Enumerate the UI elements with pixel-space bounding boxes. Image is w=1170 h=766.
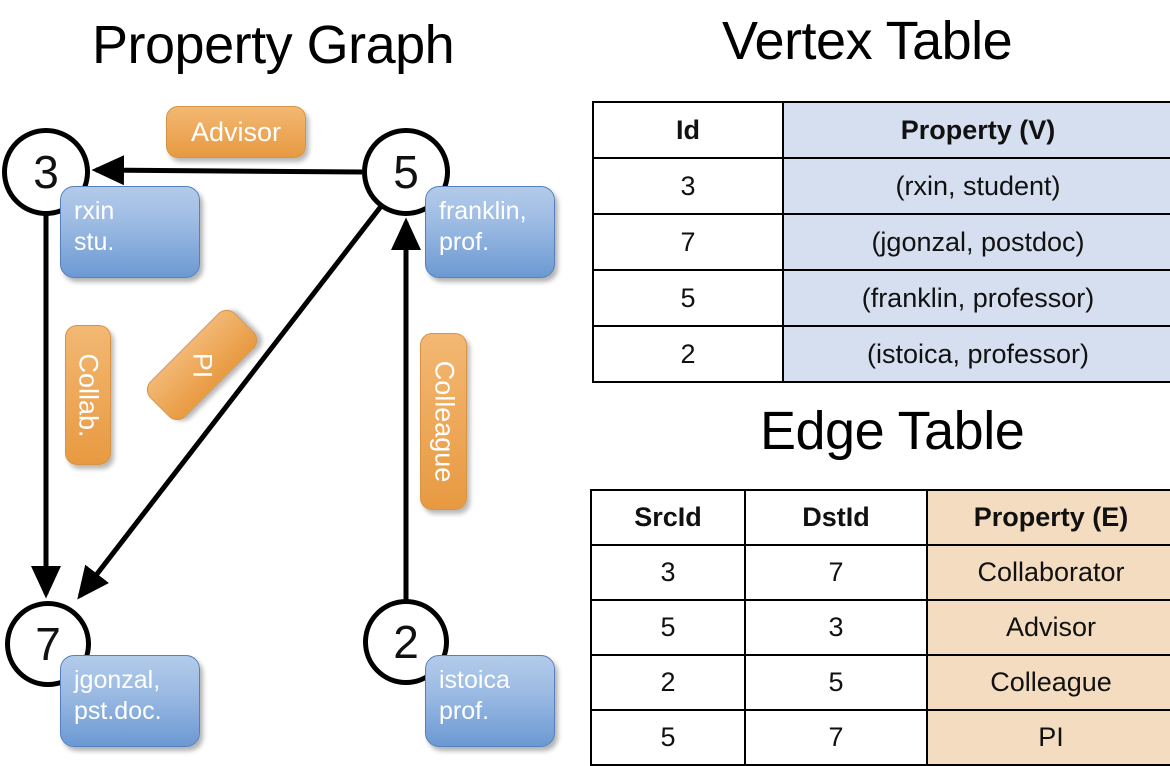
edge-table-cell-srcid: 3: [590, 544, 746, 601]
edge-table-cell-srcid: 2: [590, 654, 746, 711]
edge-table: SrcId DstId Property (E) 3 7 Collaborato…: [590, 489, 1170, 766]
edge-label-collab-text: Collab.: [73, 352, 104, 438]
graph-edges-svg: [31, 155, 421, 600]
vertex-property-box-jgonzal-line1: jgonzal,: [74, 666, 161, 694]
edge-label-colleague[interactable]: Colleague: [420, 333, 467, 510]
vertex-table-cell-id: 7: [592, 213, 784, 271]
vertex-property-box-franklin-line1: franklin,: [439, 197, 527, 225]
edge-table-cell-dstid: 7: [744, 544, 928, 601]
page-title-property-graph: Property Graph: [92, 15, 455, 75]
property-graph-diagram: 3 5 7 2 rxin stu. franklin, prof. jgonza…: [0, 0, 580, 760]
vertex-node-7-label: 7: [35, 618, 61, 670]
edge-table-header-srcid: SrcId: [590, 489, 746, 546]
edge-table-cell-srcid: 5: [590, 599, 746, 656]
edge-table-cell-prop: Advisor: [926, 599, 1170, 656]
vertex-property-box-rxin[interactable]: rxin stu.: [60, 186, 200, 278]
vertex-property-box-franklin-line2: prof.: [439, 228, 490, 257]
edge-table-cell-srcid: 5: [590, 709, 746, 766]
vertex-table-header-id: Id: [592, 101, 784, 159]
edge-label-advisor[interactable]: Advisor: [166, 106, 306, 158]
vertex-table-cell-prop: (rxin, student): [782, 157, 1170, 215]
table-row: 3 (rxin, student): [592, 157, 1170, 215]
section-title-edge-table: Edge Table: [760, 401, 1025, 461]
edge-5-to-7: [77, 203, 384, 600]
edge-label-colleague-text: Colleague: [429, 360, 459, 483]
vertex-table-cell-prop: (franklin, professor): [782, 269, 1170, 327]
edge-table-cell-dstid: 7: [744, 709, 928, 766]
vertex-property-box-istoica-line1: istoica: [439, 666, 510, 694]
vertex-property-box-jgonzal[interactable]: jgonzal, pst.doc.: [60, 655, 200, 747]
vertex-table-cell-id: 3: [592, 157, 784, 215]
vertex-property-box-istoica-line2: prof.: [439, 697, 490, 726]
vertex-property-box-rxin-line1: rxin: [74, 197, 115, 225]
vertex-property-box-istoica[interactable]: istoica prof.: [425, 655, 555, 747]
edge-table-cell-prop: Collaborator: [926, 544, 1170, 601]
edge-table-cell-dstid: 5: [744, 654, 928, 711]
vertex-node-2[interactable]: 2: [363, 599, 449, 685]
table-row: 5 3 Advisor: [590, 599, 1170, 656]
vertex-table-cell-id: 2: [592, 325, 784, 383]
vertex-property-box-jgonzal-line2: pst.doc.: [74, 697, 162, 726]
section-title-vertex-table: Vertex Table: [722, 11, 1013, 71]
edge-table-header-dstid: DstId: [744, 489, 928, 546]
vertex-table-cell-id: 5: [592, 269, 784, 327]
edge-table-header-prop: Property (E): [926, 489, 1170, 546]
vertex-property-box-franklin[interactable]: franklin, prof.: [425, 186, 555, 278]
table-row: 5 7 PI: [590, 709, 1170, 766]
edge-table-cell-prop: Colleague: [926, 654, 1170, 711]
vertex-node-5[interactable]: 5: [362, 128, 450, 216]
edge-table-header-row: SrcId DstId Property (E): [590, 489, 1170, 546]
table-row: 2 (istoica, professor): [592, 325, 1170, 383]
vertex-node-2-label: 2: [393, 616, 419, 668]
edge-table-cell-dstid: 3: [744, 599, 928, 656]
edge-label-advisor-text: Advisor: [190, 116, 282, 147]
edge-table-cell-prop: PI: [926, 709, 1170, 766]
table-row: 3 7 Collaborator: [590, 544, 1170, 601]
edge-5-to-3: [91, 155, 363, 186]
table-row: 2 5 Colleague: [590, 654, 1170, 711]
vertex-property-box-rxin-line2: stu.: [74, 228, 115, 257]
vertex-table-header-row: Id Property (V): [592, 101, 1170, 159]
vertex-table-header-prop: Property (V): [782, 101, 1170, 159]
edge-label-collab[interactable]: Collab.: [65, 325, 111, 465]
edge-label-pi-text: PI: [187, 352, 218, 378]
vertex-table-cell-prop: (jgonzal, postdoc): [782, 213, 1170, 271]
vertex-node-5-label: 5: [393, 146, 419, 198]
vertex-table-cell-prop: (istoica, professor): [782, 325, 1170, 383]
vertex-node-3-label: 3: [33, 146, 59, 198]
table-row: 7 (jgonzal, postdoc): [592, 213, 1170, 271]
table-row: 5 (franklin, professor): [592, 269, 1170, 327]
vertex-table: Id Property (V) 3 (rxin, student) 7 (jgo…: [592, 101, 1170, 383]
